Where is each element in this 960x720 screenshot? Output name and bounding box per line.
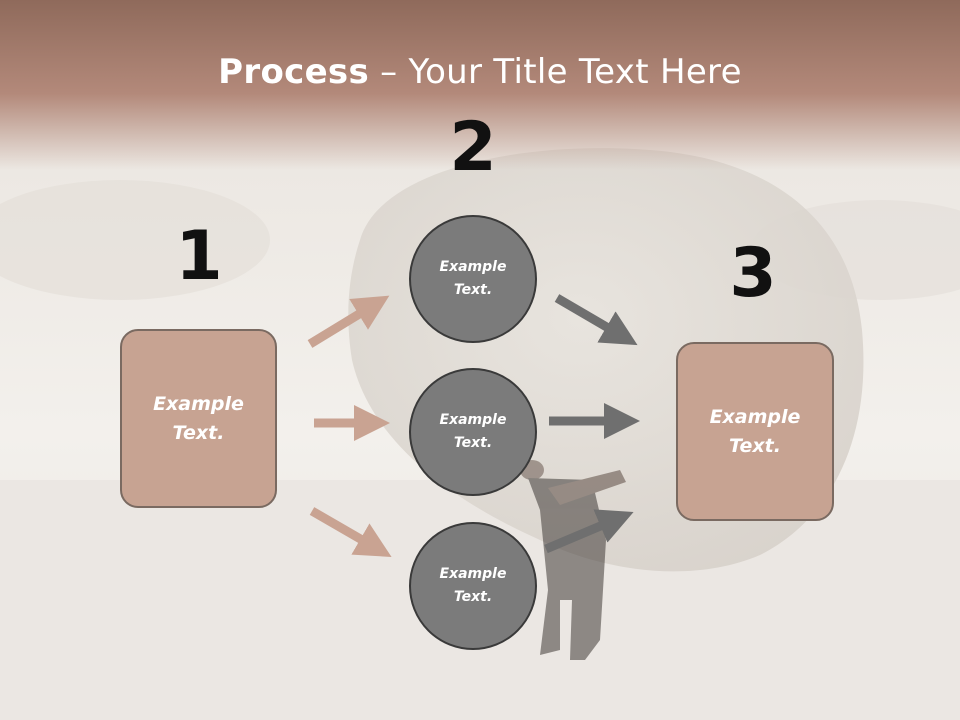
title-bold: Process xyxy=(218,52,370,92)
arrow-right-up xyxy=(544,509,634,554)
step-2-circle-top: Example Text. xyxy=(409,215,537,343)
arrow-left-down xyxy=(309,507,392,558)
circle-text: Example Text. xyxy=(439,566,507,605)
step-number-2: 2 xyxy=(449,108,497,187)
step-2-circle-middle: Example Text. xyxy=(409,368,537,496)
man-silhouette xyxy=(520,460,626,660)
title-rest: – Your Title Text Here xyxy=(369,52,742,92)
arrow-right-down xyxy=(554,294,638,346)
step-3-text: Example Text. xyxy=(709,405,801,457)
step-1-box: Example Text. xyxy=(120,329,277,508)
slide-title: Process – Your Title Text Here xyxy=(0,52,960,92)
circle-text: Example Text. xyxy=(439,412,507,451)
arrow-left-up xyxy=(307,295,390,348)
step-1-text: Example Text. xyxy=(153,392,244,444)
step-2-circle-bottom: Example Text. xyxy=(409,522,537,650)
step-number-3: 3 xyxy=(729,234,777,313)
step-3-box: Example Text. xyxy=(676,342,834,521)
circle-text: Example Text. xyxy=(439,259,507,298)
step-number-1: 1 xyxy=(175,217,223,296)
